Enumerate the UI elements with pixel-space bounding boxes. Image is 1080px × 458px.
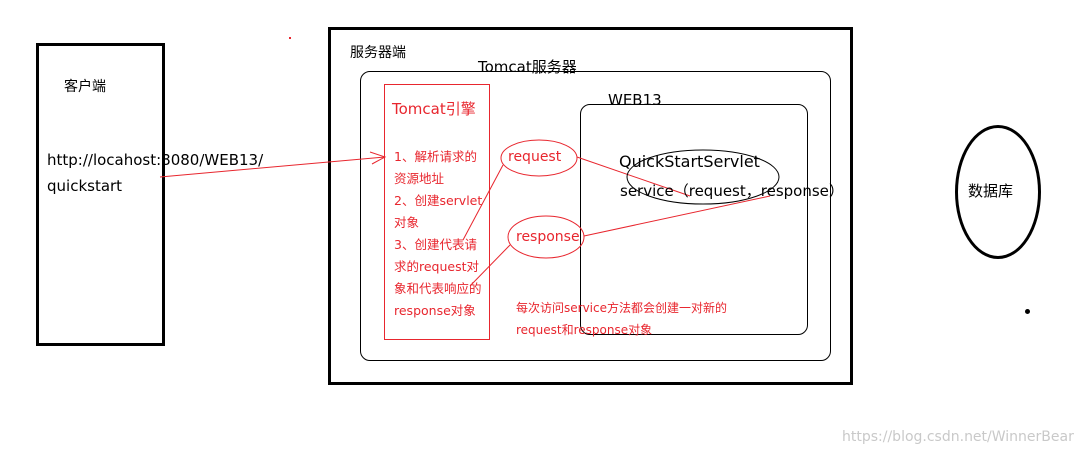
engine-step-line: 3、创建代表请 [394,237,477,252]
client-box [36,43,165,346]
database-label: 数据库 [968,182,1014,200]
engine-step-line: 1、解析请求的 [394,149,477,164]
request-ellipse [500,139,578,177]
tomcat-engine-box [384,84,490,340]
client-label: 客户端 [64,79,106,95]
database-ellipse [955,125,1041,259]
note-line1: 每次访问service方法都会创建一对新的 [516,301,727,315]
web13-label: WEB13 [608,91,662,109]
engine-step-line: 象和代表响应的 [394,281,482,296]
note-line2: request和response对象 [516,323,653,337]
engine-step-line: 对象 [394,215,420,230]
stray-red-dot [289,37,291,39]
engine-step-line: response对象 [394,303,476,318]
response-ellipse [507,215,585,259]
engine-steps: 1、解析请求的 资源地址 2、创建servlet 对象 3、创建代表请 求的re… [394,146,492,322]
request-label: request [508,149,562,165]
servlet-ellipse [626,149,780,205]
tomcat-server-box [360,71,831,361]
tomcat-server-label: Tomcat服务器 [478,58,577,76]
engine-title: Tomcat引擎 [392,100,476,118]
servlet-name: QuickStartServlet [619,152,760,171]
web13-app-box [580,104,808,335]
client-url-line1: http://locahost:8080/WEB13/ [47,151,264,169]
client-url-line2: quickstart [47,177,123,195]
arrowhead [369,151,387,165]
client-to-engine-arrow [159,156,386,178]
response-label: response [516,229,580,245]
stray-dot [1025,309,1030,314]
engine-step-line: 求的request对 [394,259,480,274]
watermark: https://blog.csdn.net/WinnerBear [842,429,1074,445]
server-box [328,27,853,385]
engine-step-line: 资源地址 [394,171,445,186]
servlet-method: service（request，response） [620,182,844,200]
engine-step-line: 2、创建servlet [394,193,483,208]
server-label: 服务器端 [350,45,406,61]
